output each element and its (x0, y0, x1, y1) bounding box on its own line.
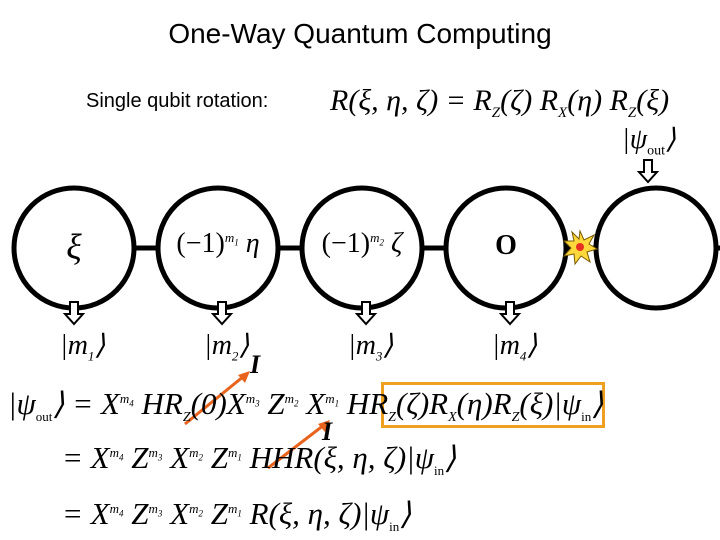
explosion-icon (562, 229, 599, 266)
highlight-box (381, 382, 605, 428)
equation-line-2: = Xm4 Zm3 Xm2 Zm1 HHR(ξ, η, ζ)|ψin⟩ (62, 440, 457, 479)
down-arrow-icon (62, 301, 86, 326)
measurement-m2: |m2⟩ (204, 330, 250, 364)
equation-line-3: = Xm4 Zm3 Xm2 Zm1 R(ξ, η, ζ)|ψin⟩ (62, 496, 412, 535)
measurement-m3: |m3⟩ (348, 330, 394, 364)
subtitle: Single qubit rotation: (86, 90, 269, 112)
identity-arrow-2 (267, 420, 330, 470)
measurement-m1: |m1⟩ (60, 330, 106, 364)
measurement-m4: |m4⟩ (492, 330, 538, 364)
qubit-node-5 (593, 185, 719, 311)
identity-label-2: I (322, 417, 333, 446)
down-arrow-icon (354, 301, 378, 326)
equation-line-1: |ψout⟩ = Xm4 HRZ(0)Xm3 Zm2 Xm1 HRZ(ζ)RX(… (8, 386, 604, 426)
down-arrow-icon (210, 301, 234, 326)
node-2-label: (−1)m1 η (176, 228, 260, 259)
node-1-label: ξ (66, 227, 82, 267)
rotation-equation: R(ξ, η, ζ) = RZ(ζ) RX(η) RZ(ξ) (330, 84, 670, 121)
page-title: One-Way Quantum Computing (168, 18, 552, 49)
down-arrow-icon (498, 301, 522, 326)
node-4-label: O (495, 230, 517, 261)
identity-arrow-1 (184, 371, 250, 426)
down-arrow-icon (636, 159, 660, 184)
node-3-label: (−1)m2 ζ (321, 228, 403, 259)
psi-out-ket: |ψout⟩ (622, 124, 676, 159)
identity-label-1: I (250, 350, 261, 379)
